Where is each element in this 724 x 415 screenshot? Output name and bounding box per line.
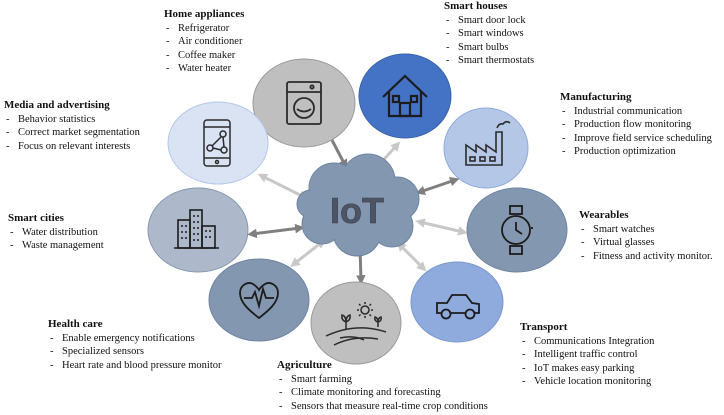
list-item: Communications Integration [520,335,690,348]
transport-block: Transport Communications Integration Int… [520,321,690,388]
iot-label: IoT [330,190,384,231]
list-item: Water heater [164,62,284,75]
smart-cities-title: Smart cities [8,212,64,224]
list-item: Improve field service scheduling [560,132,720,145]
list-item: Production flow monitoring [560,118,720,131]
list-item: Smart door lock [444,14,564,27]
list-item: Vehicle location monitoring [520,375,690,388]
list-item: Enable emergency notifications [48,332,226,345]
iot-cloud: IoT [296,153,420,257]
health-care-circle [208,258,310,342]
list-item: Smart windows [444,27,564,40]
list-item: Specialized sensors [48,345,226,358]
media-advertising-block: Media and advertising Behavior statistic… [4,99,164,153]
manufacturing-block: Manufacturing Industrial communication P… [560,91,720,158]
list-item: Virtual glasses [579,236,720,249]
watch-icon [501,205,533,255]
factory-icon [465,120,511,166]
agriculture-circle [310,281,402,365]
wearables-block: Wearables Smart watches Virtual glasses … [579,209,720,263]
manufacturing-circle [443,107,529,189]
list-item: Coffee maker [164,49,284,62]
list-item: Refrigerator [164,22,284,35]
house-icon [382,74,428,118]
list-item: IoT makes easy parking [520,362,690,375]
list-item: Behavior statistics [4,113,164,126]
list-item: Smart watches [579,223,720,236]
list-item: Sensors that measure real-time crop cond… [277,400,517,413]
wearables-title: Wearables [579,209,629,221]
list-item: Waste management [8,239,138,252]
list-item: Production optimization [560,145,720,158]
home-appliances-title: Home appliances [164,8,245,20]
heart-rate-icon [239,282,279,320]
home-appliances-circle [252,58,356,148]
home-appliances-block: Home appliances Refrigerator Air conditi… [164,8,284,75]
smart-houses-title: Smart houses [444,0,508,12]
list-item: Intelligent traffic control [520,348,690,361]
list-item: Air conditioner [164,35,284,48]
list-item: Fitness and activity monitor. [579,250,720,263]
health-care-block: Health care Enable emergency notificatio… [48,318,226,372]
car-icon [436,294,480,320]
list-item: Industrial communication [560,105,720,118]
list-item: Climate monitoring and forecasting [277,386,517,399]
phone-network-icon [203,119,231,167]
media-advertising-title: Media and advertising [4,99,110,111]
list-item: Smart bulbs [444,41,564,54]
smart-houses-circle [358,53,452,139]
list-item: Smart thermostats [444,54,564,67]
smart-houses-block: Smart houses Smart door lock Smart windo… [444,0,564,67]
smart-cities-block: Smart cities Water distribution Waste ma… [8,212,138,253]
manufacturing-title: Manufacturing [560,91,632,103]
buildings-icon [174,209,219,249]
list-item: Heart rate and blood pressure monitor [48,359,226,372]
list-item: Correct market segmentation [4,126,164,139]
media-advertising-circle [167,101,269,185]
health-care-title: Health care [48,318,103,330]
agriculture-block: Agriculture Smart farming Climate monito… [277,359,517,413]
smart-cities-circle [147,187,249,273]
transport-circle [410,261,504,343]
transport-title: Transport [520,321,568,333]
agriculture-title: Agriculture [277,359,332,371]
list-item: Smart farming [277,373,517,386]
list-item: Focus on relevant interests [4,140,164,153]
wearables-circle [466,187,568,273]
list-item: Water distribution [8,226,138,239]
farm-field-icon [325,302,387,346]
washing-machine-icon [286,81,322,125]
